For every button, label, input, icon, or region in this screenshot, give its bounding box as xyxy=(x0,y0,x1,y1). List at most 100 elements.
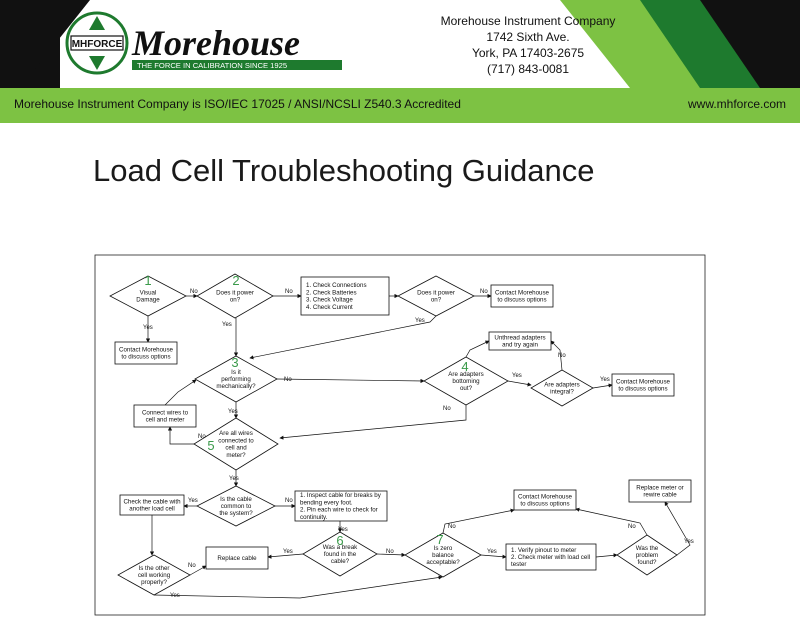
step-number: 7 xyxy=(436,532,443,547)
brand-name: Morehouse xyxy=(131,23,300,63)
website-link[interactable]: www.mhforce.com xyxy=(688,97,787,111)
node-text: on? xyxy=(230,297,241,304)
connector-arrow xyxy=(279,405,467,440)
node-text: 3. Check Voltage xyxy=(306,297,353,304)
edge-label: No xyxy=(190,289,198,295)
node-text: Does it power xyxy=(216,289,254,296)
decision-shape xyxy=(109,275,187,317)
node-text: out? xyxy=(460,385,473,392)
process-shape xyxy=(114,341,178,365)
node-text: Are adapters xyxy=(544,381,579,388)
connector-arrow xyxy=(189,565,207,576)
node-text: Contact Morehouse xyxy=(119,346,174,353)
node-text: Replace cable xyxy=(217,555,257,562)
node-text: Unthread adapters xyxy=(494,334,545,341)
connector-arrow xyxy=(592,383,613,389)
connector-arrow xyxy=(595,553,618,558)
edge-label: No xyxy=(558,353,566,359)
process-shape xyxy=(205,546,269,570)
node-text: 1. Verify pinout to meter xyxy=(511,547,576,554)
node-text: 4. Check Current xyxy=(306,304,353,311)
accreditation-strip xyxy=(0,88,800,123)
connector-arrow xyxy=(465,340,490,358)
edge-label: No xyxy=(386,549,394,555)
node-text: acceptable? xyxy=(426,559,460,566)
decision-shape xyxy=(397,275,475,317)
node-text: balance xyxy=(432,552,454,559)
node-text: bending every foot. xyxy=(300,499,353,506)
node-text: cell and meter xyxy=(146,417,185,424)
node-text: Are all wires xyxy=(219,430,253,437)
edge-label: Yes xyxy=(188,498,198,504)
decision-shape xyxy=(423,356,509,406)
edge-label: No xyxy=(628,524,636,530)
header-banner: MHFORCE Morehouse THE FORCE IN CALIBRATI… xyxy=(0,0,800,123)
node-text: cell and xyxy=(225,445,247,452)
node-text: on? xyxy=(431,297,442,304)
node-text: to discuss options xyxy=(121,354,170,361)
process-shape xyxy=(300,276,390,316)
process-shape xyxy=(628,479,692,503)
connector-arrow xyxy=(164,379,197,406)
edge-label: Yes xyxy=(229,476,239,482)
process-shape xyxy=(294,490,388,522)
process-shape xyxy=(611,373,675,397)
edge-label: Yes xyxy=(684,539,694,545)
connector-arrow xyxy=(153,575,443,599)
node-text: rewire cable xyxy=(643,492,677,499)
node-text: 2. Check Batteries xyxy=(306,289,357,296)
company-name: Morehouse Instrument Company xyxy=(440,14,616,28)
connector-arrow xyxy=(550,340,563,371)
node-text: cable? xyxy=(331,558,350,565)
node-text: Contact Morehouse xyxy=(616,378,671,385)
node-text: to discuss options xyxy=(497,297,546,304)
edge-label: Yes xyxy=(283,549,293,555)
edge-label: No xyxy=(443,406,451,412)
decision-shape xyxy=(196,273,274,319)
node-text: 1. Inspect cable for breaks by xyxy=(300,492,382,499)
node-text: 1. Check Connections xyxy=(306,282,367,289)
node-text: 2. Pin each wire to check for xyxy=(300,507,378,514)
edge-label: Yes xyxy=(338,527,348,533)
node-text: performing xyxy=(221,376,251,383)
node-text: Contact Morehouse xyxy=(495,289,550,296)
accreditation-text: Morehouse Instrument Company is ISO/IEC … xyxy=(14,97,461,111)
edge-label: No xyxy=(198,434,206,440)
node-text: another load cell xyxy=(129,506,174,513)
connector-arrow xyxy=(249,315,437,360)
node-text: Connect wires to xyxy=(142,409,189,416)
node-text: to discuss options xyxy=(520,501,569,508)
edge-label: No xyxy=(448,524,456,530)
node-text: Does it power xyxy=(417,289,455,296)
node-text: 2. Check meter with load cell xyxy=(511,554,590,561)
edge-label: No xyxy=(284,377,292,383)
node-text: Was the xyxy=(636,545,659,552)
connector-arrow xyxy=(480,554,507,559)
node-text: bottoming xyxy=(452,378,480,385)
decision-shape xyxy=(194,355,278,403)
process-shape xyxy=(119,494,185,516)
node-text: to discuss options xyxy=(618,386,667,393)
company-city: York, PA 17403-2675 xyxy=(471,46,585,60)
node-text: integral? xyxy=(550,389,574,396)
node-replace-cable: Replace cable xyxy=(205,546,269,570)
flowchart-frame xyxy=(94,254,706,616)
connector-arrow xyxy=(167,426,194,445)
node-text: tester xyxy=(511,561,526,568)
node-text: continuity. xyxy=(300,514,328,521)
node-text: Replace meter or xyxy=(636,484,683,491)
decision-shape xyxy=(193,417,279,471)
